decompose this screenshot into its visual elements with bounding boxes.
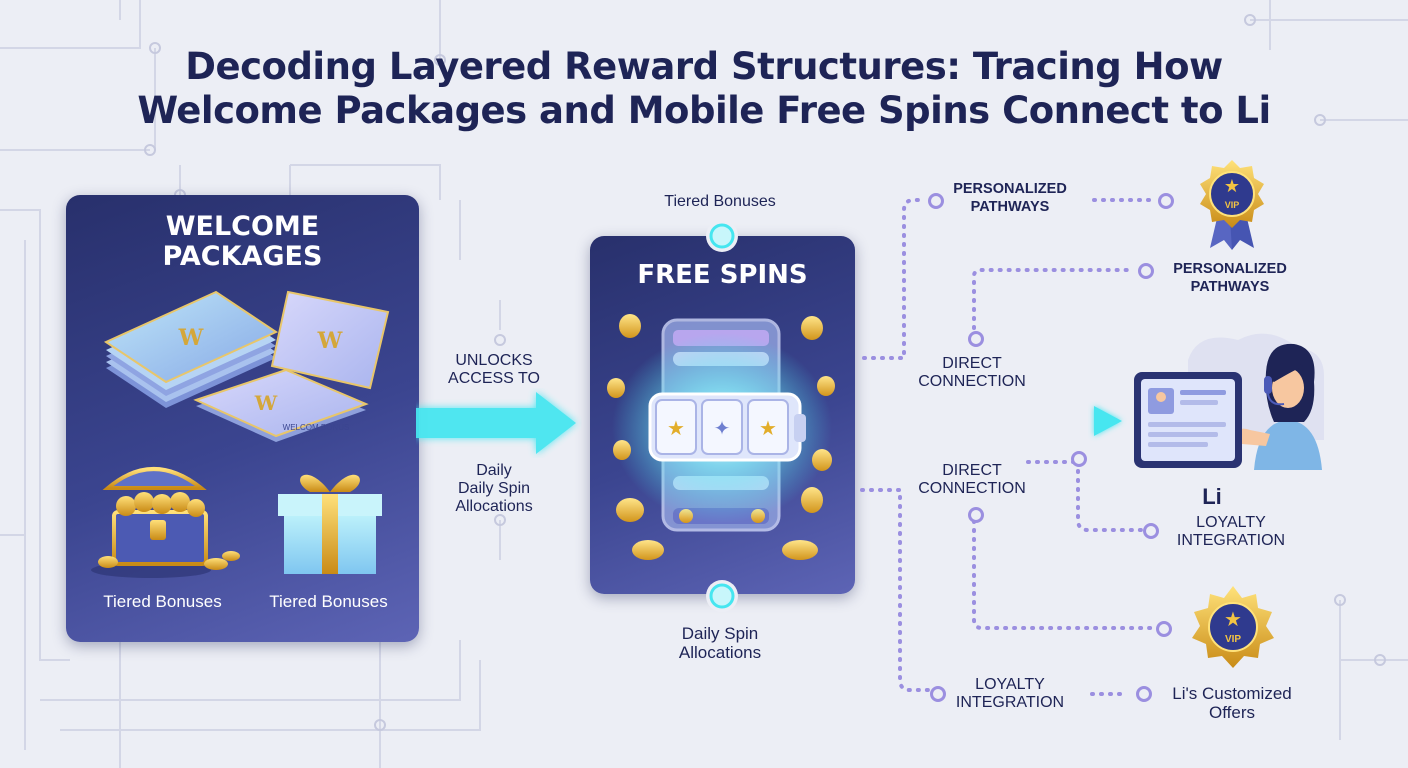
svg-text:VIP: VIP (1225, 634, 1241, 645)
tablet-icon (1134, 372, 1242, 468)
personalized-pathways-1-line2: PATHWAYS (970, 199, 1050, 215)
bonus-card-flat: W WELCOM BONUS (193, 368, 369, 442)
svg-text:W: W (317, 328, 343, 354)
vip-badge-icon: ★ VIP (1200, 160, 1264, 250)
bonus-card-stack: W (103, 290, 279, 408)
customized-offers-line2: Offers (1209, 703, 1255, 722)
unlocks-label-line2: ACCESS TO (448, 370, 540, 387)
direct-connection-1-line2: CONNECTION (918, 373, 1026, 390)
free-spins-bottom-line2: Allocations (678, 643, 762, 662)
node-dc2-right (1071, 451, 1087, 467)
welcome-title-line1: WELCOME (165, 211, 320, 242)
node-loy2-right (1136, 686, 1152, 702)
svg-text:★: ★ (1224, 607, 1242, 631)
svg-text:✦: ✦ (714, 416, 731, 440)
svg-text:VIP: VIP (1225, 200, 1240, 210)
svg-text:WELCOM BONUS: WELCOM BONUS (283, 423, 350, 432)
loyalty-integration-2-line2: INTEGRATION (955, 694, 1065, 711)
node-loy1 (1143, 523, 1159, 539)
page-title-line1: Decoding Layered Reward Structures: Trac… (185, 45, 1223, 88)
li-support-agent-illustration (1134, 333, 1324, 470)
top-cloud-icon (709, 223, 735, 249)
node-dc2-bottom (968, 507, 984, 523)
welcome-item-right-label: Tiered Bonuses (269, 592, 388, 611)
daily-label-line1: Daily (476, 462, 512, 479)
welcome-title-line2: PACKAGES (162, 241, 323, 272)
vip-medal-icon: ★ VIP (1192, 586, 1274, 668)
daily-label-line2: Daily Spin (457, 480, 531, 497)
page-title-line2: Welcome Packages and Mobile Free Spins C… (137, 89, 1271, 132)
slot-machine-illustration: ★ ✦ ★ (607, 220, 835, 612)
unlocks-label-line1: UNLOCKS (455, 352, 533, 369)
free-spins-title: FREE SPINS (637, 260, 808, 290)
node-pp1-left (928, 193, 944, 209)
personalized-pathways-1-line1: PERSONALIZED (953, 181, 1067, 197)
svg-text:★: ★ (667, 416, 685, 440)
free-spins-bottom-line1: Daily Spin (681, 624, 759, 643)
welcome-item-left-label: Tiered Bonuses (103, 592, 222, 611)
direct-connection-2-line1: DIRECT (942, 462, 1002, 479)
loyalty-integration-1-line1: LOYALTY (1196, 514, 1266, 531)
unlock-arrow (416, 392, 576, 454)
customized-offers-line1: Li's Customized (1172, 684, 1292, 703)
gold-coins (607, 314, 835, 560)
node-dc1 (968, 331, 984, 347)
svg-text:W: W (254, 391, 278, 415)
treasure-chest-icon (91, 467, 240, 578)
direct-connection-1-line1: DIRECT (942, 355, 1002, 372)
main-connection-arrow (854, 406, 1122, 436)
agent-avatar (1232, 343, 1322, 470)
svg-text:★: ★ (759, 416, 777, 440)
welcome-illustration: W W W WELCOM BONUS (91, 290, 390, 578)
slot-reels: ★ ✦ ★ (648, 392, 806, 462)
daily-label-line3: Allocations (455, 498, 533, 515)
personalized-pathways-2-line1: PERSONALIZED (1173, 261, 1287, 277)
bonus-card-tilted: W (270, 290, 390, 390)
li-label: Li (1202, 484, 1222, 509)
connection-lines (854, 198, 1158, 696)
node-pp1-right (1158, 193, 1174, 209)
loyalty-integration-1-line2: INTEGRATION (1176, 532, 1286, 549)
node-pp2 (1138, 263, 1154, 279)
free-spins-top-label: Tiered Bonuses (664, 193, 776, 210)
svg-text:★: ★ (1224, 176, 1240, 197)
node-loy2-left (930, 686, 946, 702)
direct-connection-2-line2: CONNECTION (918, 480, 1026, 497)
bottom-cloud-icon (709, 583, 735, 609)
personalized-pathways-2-line2: PATHWAYS (1190, 279, 1270, 295)
node-vip2 (1156, 621, 1172, 637)
svg-text:W: W (178, 325, 204, 351)
gift-box-icon (278, 474, 382, 574)
loyalty-integration-2-line1: LOYALTY (975, 676, 1045, 693)
